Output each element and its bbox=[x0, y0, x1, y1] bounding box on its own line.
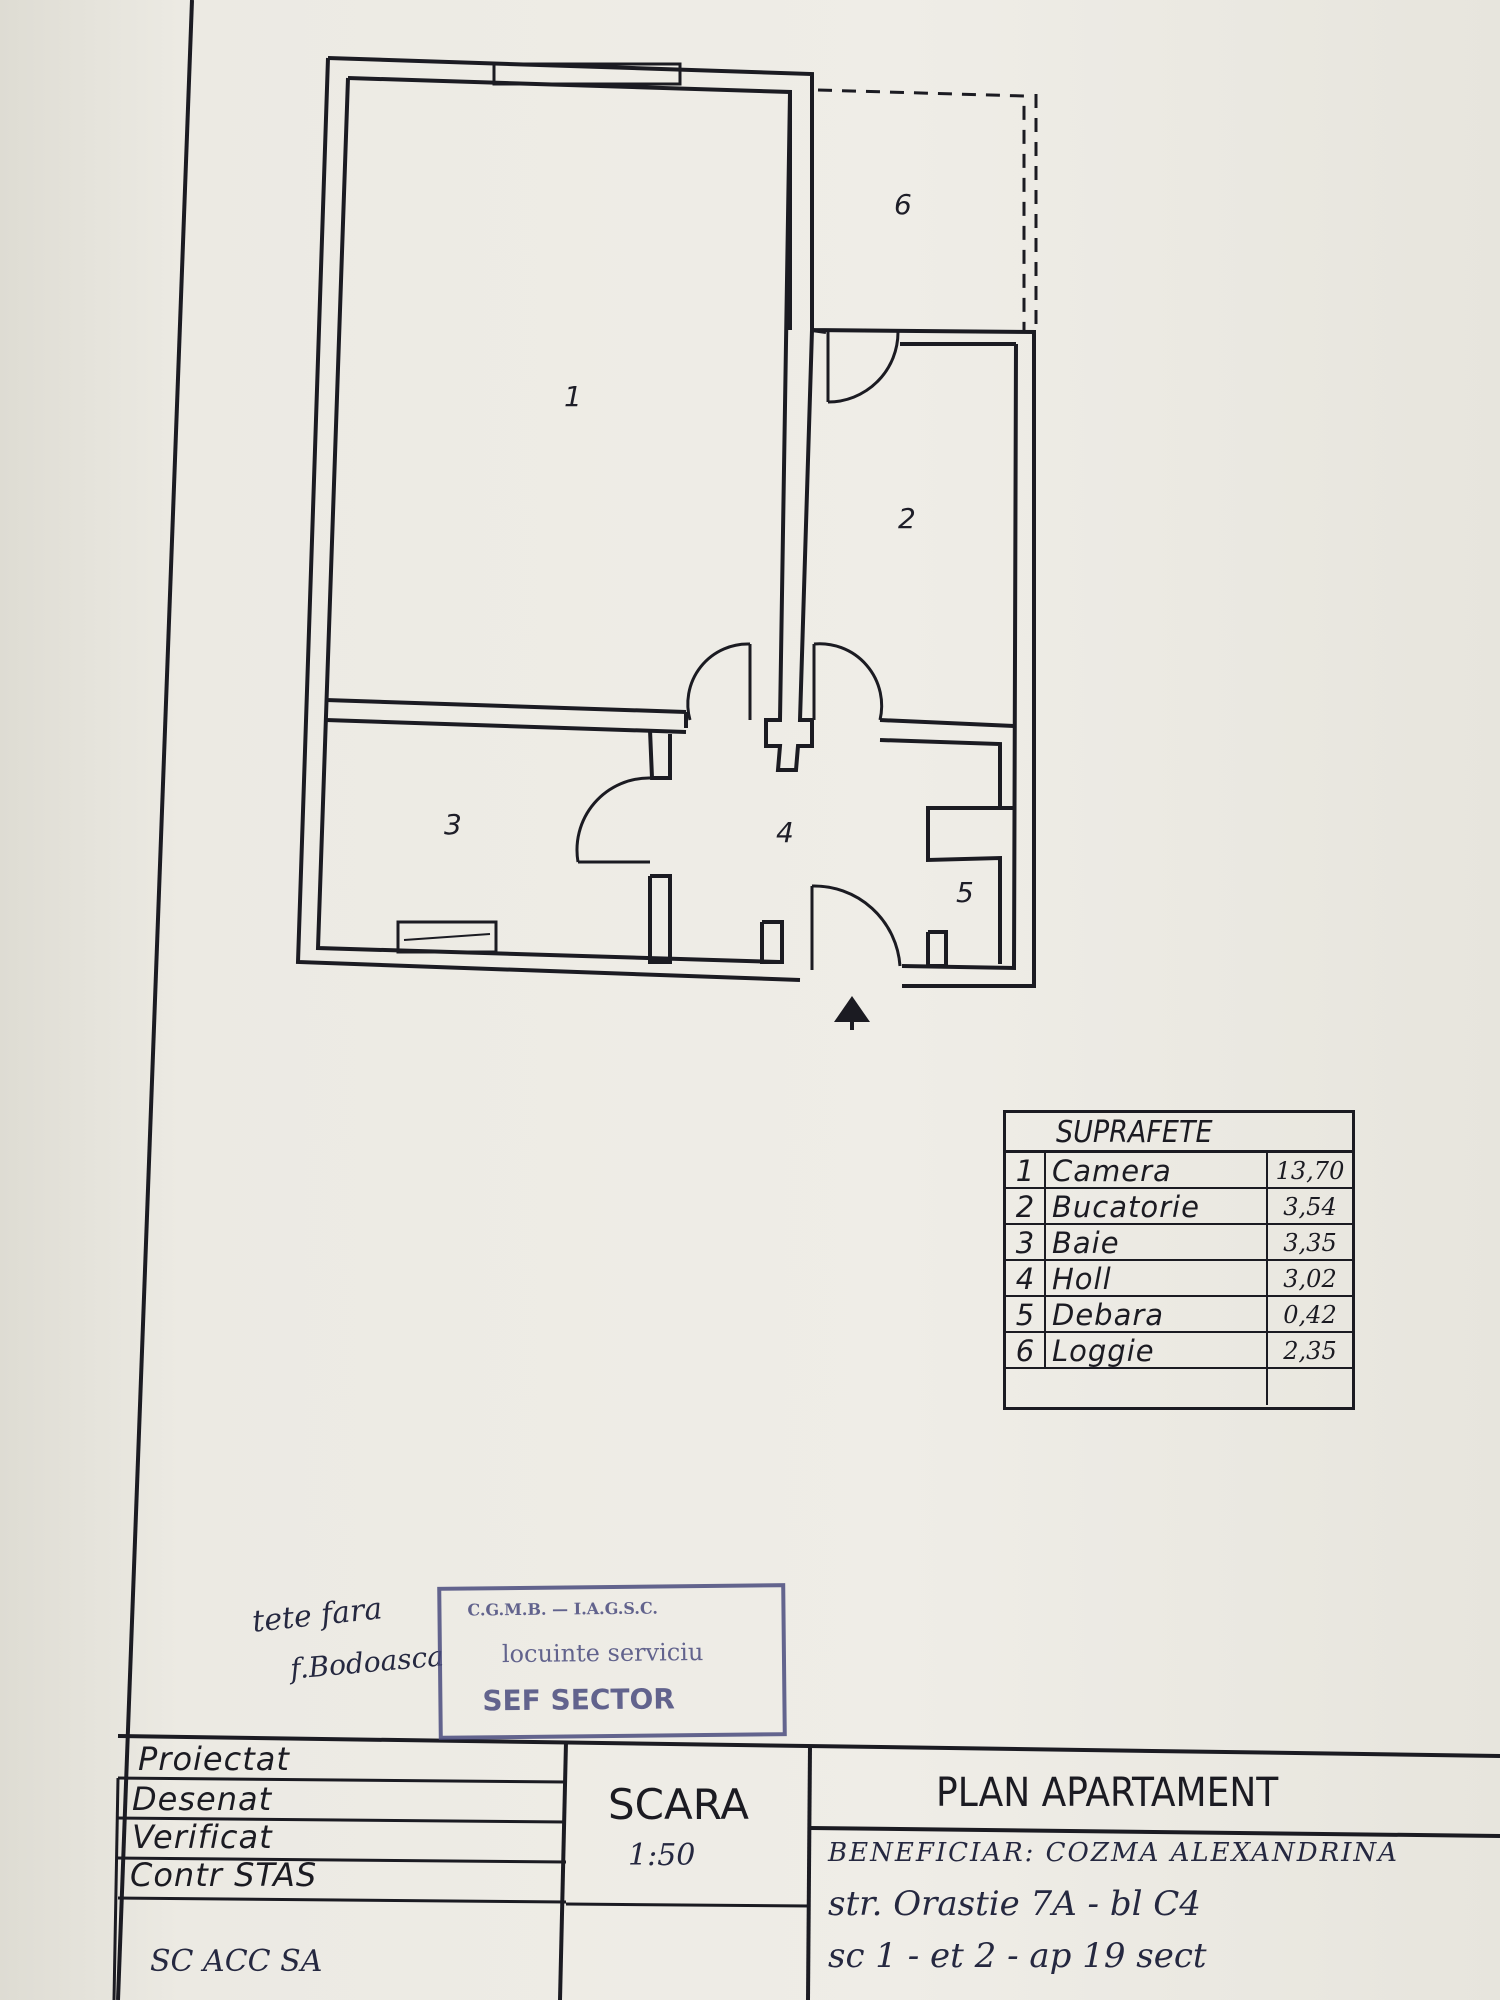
table-row: 6 Loggie 2,35 bbox=[1006, 1333, 1352, 1369]
row-index: 5 bbox=[1006, 1297, 1046, 1332]
room-number-4: 4 bbox=[776, 816, 794, 849]
room-name: Bucatorie bbox=[1046, 1189, 1268, 1224]
address-line-2: sc 1 - et 2 - ap 19 sect bbox=[828, 1936, 1207, 1976]
stamp-line-3: SEF SECTOR bbox=[482, 1682, 676, 1718]
room-name: Holl bbox=[1046, 1261, 1268, 1296]
official-stamp: C.G.M.B. — I.A.G.S.C. locuinte serviciu … bbox=[437, 1583, 787, 1740]
row-index: 3 bbox=[1006, 1225, 1046, 1260]
room-area: 3,54 bbox=[1283, 1193, 1337, 1221]
company-name: SC ACC SA bbox=[150, 1944, 323, 1979]
room-number-3: 3 bbox=[444, 808, 462, 841]
room-number-1: 1 bbox=[564, 380, 582, 413]
table-row: 2 Bucatorie 3,54 bbox=[1006, 1189, 1352, 1225]
room-name: Camera bbox=[1046, 1153, 1268, 1188]
beneficiary: BENEFICIAR: COZMA ALEXANDRINA bbox=[828, 1838, 1399, 1868]
interior-walls bbox=[325, 91, 1015, 968]
surfaces-title: SUPRAFETE bbox=[1006, 1113, 1352, 1153]
table-row: 5 Debara 0,42 bbox=[1006, 1297, 1352, 1333]
row-index: 6 bbox=[1006, 1333, 1046, 1368]
label-verificat: Verificat bbox=[132, 1818, 273, 1856]
door-swings bbox=[575, 331, 902, 970]
room-name: Loggie bbox=[1046, 1333, 1268, 1368]
table-row: 4 Holl 3,02 bbox=[1006, 1261, 1352, 1297]
room-number-5: 5 bbox=[956, 876, 974, 909]
address-line-1: str. Orastie 7A - bl C4 bbox=[828, 1884, 1201, 1924]
room-number-6: 6 bbox=[894, 188, 912, 221]
room-area: 3,02 bbox=[1283, 1265, 1337, 1293]
room-area: 2,35 bbox=[1283, 1337, 1337, 1365]
room-area: 13,70 bbox=[1275, 1157, 1345, 1185]
room-name: Debara bbox=[1046, 1297, 1268, 1332]
room-area: 0,42 bbox=[1283, 1301, 1337, 1329]
plan-title: PLAN APARTAMENT bbox=[936, 1770, 1279, 1816]
stamp-line-1: C.G.M.B. — I.A.G.S.C. bbox=[467, 1598, 659, 1620]
loggia-outline bbox=[817, 88, 1038, 330]
room-name: Baie bbox=[1046, 1225, 1268, 1260]
table-row-empty bbox=[1006, 1369, 1352, 1405]
table-row: 3 Baie 3,35 bbox=[1006, 1225, 1352, 1261]
room-area: 3,35 bbox=[1283, 1229, 1337, 1257]
label-contr-stas: Contr STAS bbox=[130, 1856, 318, 1894]
room-number-2: 2 bbox=[898, 502, 916, 535]
scale-value: 1:50 bbox=[628, 1838, 696, 1873]
scale-label: SCARA bbox=[608, 1780, 749, 1829]
title-block-grid bbox=[112, 1734, 1500, 2000]
exterior-walls bbox=[295, 56, 1036, 988]
row-index: 2 bbox=[1006, 1189, 1046, 1224]
table-row: 1 Camera 13,70 bbox=[1006, 1153, 1352, 1189]
surfaces-table: SUPRAFETE 1 Camera 13,70 2 Bucatorie 3,5… bbox=[1003, 1110, 1355, 1410]
label-proiectat: Proiectat bbox=[138, 1740, 290, 1778]
row-index: 4 bbox=[1006, 1261, 1046, 1296]
stamp-line-2: locuinte serviciu bbox=[501, 1638, 704, 1669]
label-desenat: Desenat bbox=[132, 1780, 273, 1818]
row-index: 1 bbox=[1006, 1153, 1046, 1188]
entrance-arrow-icon bbox=[834, 996, 870, 1022]
frame-left-border bbox=[116, 0, 194, 2000]
